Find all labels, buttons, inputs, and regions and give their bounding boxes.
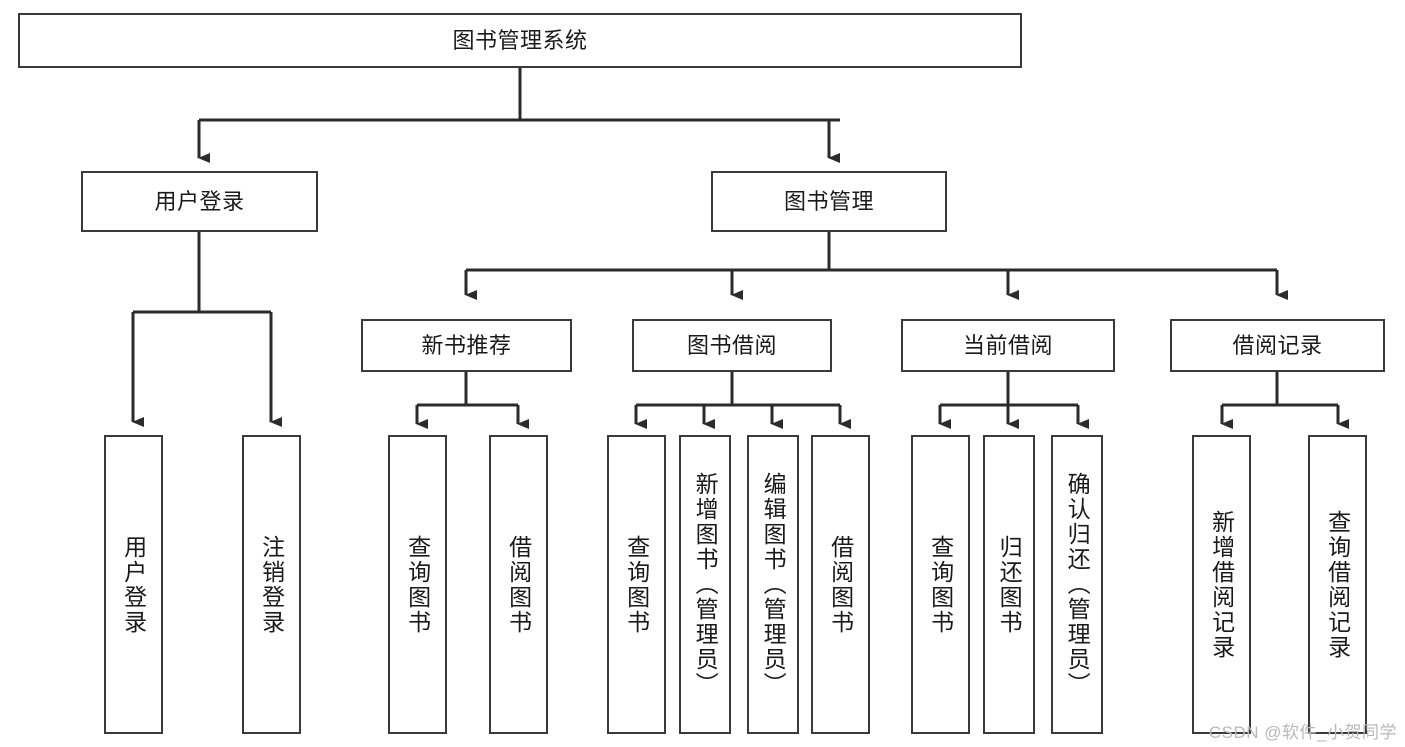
node-book-management-label: 图书管理 bbox=[783, 188, 874, 214]
leaf-recommend-query-book[interactable]: 查询图书 bbox=[388, 435, 447, 734]
node-new-book-recommend-label: 新书推荐 bbox=[421, 332, 512, 358]
leaf-user-login-logout[interactable]: 注销登录 bbox=[242, 435, 301, 734]
node-borrow-record-label: 借阅记录 bbox=[1232, 332, 1323, 358]
node-current-borrow-label: 当前借阅 bbox=[962, 332, 1053, 358]
node-root-system-label: 图书管理系统 bbox=[452, 27, 588, 53]
leaf-recommend-borrow-book[interactable]: 借阅图书 bbox=[489, 435, 548, 734]
node-book-borrow[interactable]: 图书借阅 bbox=[632, 319, 832, 372]
leaf-borrow-edit-book-label: 编辑图书（管理员） bbox=[760, 472, 787, 697]
node-root-system[interactable]: 图书管理系统 bbox=[18, 13, 1022, 68]
leaf-current-query-book-label: 查询图书 bbox=[927, 534, 954, 635]
watermark-text: CSDN @软件_小贺同学 bbox=[1208, 723, 1397, 742]
leaf-current-query-book[interactable]: 查询图书 bbox=[911, 435, 970, 734]
node-book-borrow-label: 图书借阅 bbox=[686, 332, 777, 358]
leaf-record-add-record-label: 新增借阅记录 bbox=[1208, 509, 1235, 660]
leaf-recommend-query-book-label: 查询图书 bbox=[404, 534, 431, 635]
leaf-recommend-borrow-book-label: 借阅图书 bbox=[505, 534, 532, 635]
leaf-borrow-query-book[interactable]: 查询图书 bbox=[607, 435, 666, 734]
leaf-borrow-query-book-label: 查询图书 bbox=[623, 534, 650, 635]
leaf-borrow-add-book-label: 新增图书（管理员） bbox=[692, 472, 719, 697]
node-borrow-record[interactable]: 借阅记录 bbox=[1170, 319, 1385, 372]
node-new-book-recommend[interactable]: 新书推荐 bbox=[361, 319, 572, 372]
leaf-user-login-signin-label: 用户登录 bbox=[120, 534, 147, 635]
node-user-login[interactable]: 用户登录 bbox=[81, 171, 318, 232]
node-book-management[interactable]: 图书管理 bbox=[711, 171, 947, 232]
leaf-borrow-edit-book[interactable]: 编辑图书（管理员） bbox=[747, 435, 799, 734]
leaf-record-query-record-label: 查询借阅记录 bbox=[1324, 509, 1351, 660]
leaf-borrow-add-book[interactable]: 新增图书（管理员） bbox=[679, 435, 731, 734]
leaf-record-add-record[interactable]: 新增借阅记录 bbox=[1192, 435, 1251, 734]
leaf-borrow-borrow-book[interactable]: 借阅图书 bbox=[811, 435, 870, 734]
node-current-borrow[interactable]: 当前借阅 bbox=[901, 319, 1115, 372]
leaf-user-login-signin[interactable]: 用户登录 bbox=[104, 435, 163, 734]
node-user-login-label: 用户登录 bbox=[154, 188, 245, 214]
leaf-current-return-book[interactable]: 归还图书 bbox=[983, 435, 1035, 734]
leaf-record-query-record[interactable]: 查询借阅记录 bbox=[1308, 435, 1367, 734]
leaf-borrow-borrow-book-label: 借阅图书 bbox=[827, 534, 854, 635]
leaf-current-confirm-return[interactable]: 确认归还（管理员） bbox=[1051, 435, 1103, 734]
leaf-current-confirm-return-label: 确认归还（管理员） bbox=[1064, 472, 1091, 697]
leaf-current-return-book-label: 归还图书 bbox=[996, 534, 1023, 635]
leaf-user-login-logout-label: 注销登录 bbox=[258, 534, 285, 635]
